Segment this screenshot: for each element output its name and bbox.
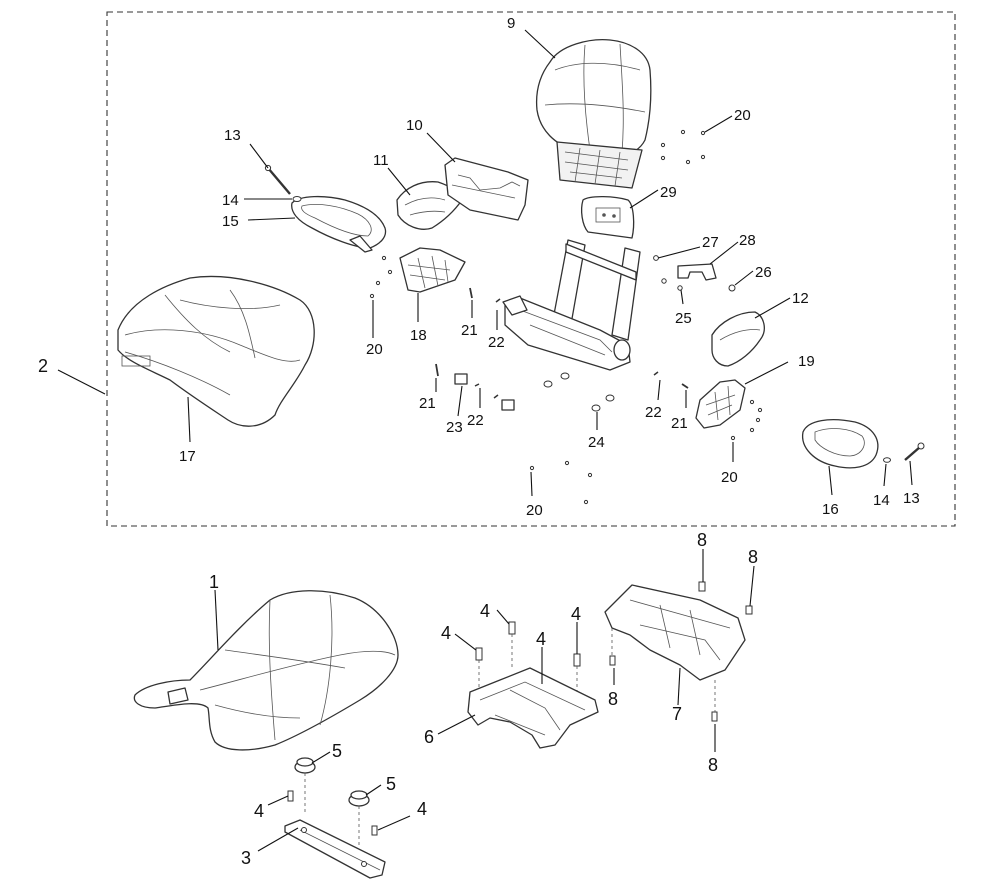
callout-8-b: 8 bbox=[748, 547, 758, 567]
part-5-grommets bbox=[294, 757, 370, 807]
callout-4-c: 4 bbox=[441, 623, 451, 643]
part-8-screws bbox=[609, 581, 753, 722]
part-1-seat bbox=[133, 590, 399, 751]
hardware-25-26-27-fasteners bbox=[653, 255, 736, 292]
part-3-bottom-plate bbox=[284, 819, 386, 879]
callout-labels: 2 1 3 4 4 4 4 4 4 5 5 6 7 8 8 8 8 9 10 1… bbox=[38, 15, 920, 868]
callout-20-a: 20 bbox=[734, 107, 751, 124]
callout-6: 6 bbox=[424, 727, 434, 747]
callout-26: 26 bbox=[755, 264, 772, 281]
callout-20-c: 20 bbox=[721, 469, 738, 486]
assembly-2-boundary bbox=[106, 11, 956, 527]
callout-5-b: 5 bbox=[386, 774, 396, 794]
callout-22-c: 22 bbox=[645, 404, 662, 421]
hardware-21-pins bbox=[435, 287, 689, 389]
callout-2: 2 bbox=[38, 356, 48, 376]
leader-lines bbox=[57, 29, 913, 852]
callout-4-b: 4 bbox=[417, 799, 427, 819]
callout-12: 12 bbox=[792, 290, 809, 307]
seat-frame bbox=[502, 239, 641, 371]
callout-22-a: 22 bbox=[488, 334, 505, 351]
callout-8-d: 8 bbox=[708, 755, 718, 775]
part-9-backrest bbox=[535, 39, 652, 189]
callout-5-a: 5 bbox=[332, 741, 342, 761]
callout-17: 17 bbox=[179, 448, 196, 465]
part-13-bolt-left bbox=[264, 164, 291, 195]
part-17-passenger-cushion bbox=[117, 275, 315, 427]
part-13-bolt-right bbox=[904, 442, 925, 461]
callout-21-c: 21 bbox=[671, 415, 688, 432]
part-23-clip-blocks bbox=[454, 373, 515, 411]
hardware-20-small-screws bbox=[369, 129, 763, 505]
hardware-24-nuts bbox=[543, 372, 615, 412]
part-19-bracket-right bbox=[695, 379, 746, 429]
part-14-washer-left bbox=[292, 196, 302, 202]
callout-19: 19 bbox=[798, 353, 815, 370]
callout-10: 10 bbox=[406, 117, 423, 134]
part-29-backrest-mount-plate bbox=[581, 195, 635, 239]
callout-16: 16 bbox=[822, 501, 839, 518]
part-28-small-bracket bbox=[677, 263, 717, 281]
callout-4-e: 4 bbox=[536, 629, 546, 649]
callout-7: 7 bbox=[672, 704, 682, 724]
callout-22-b: 22 bbox=[467, 412, 484, 429]
callout-4-a: 4 bbox=[254, 801, 264, 821]
callout-21-a: 21 bbox=[461, 322, 478, 339]
callout-3: 3 bbox=[241, 848, 251, 868]
callout-24: 24 bbox=[588, 434, 605, 451]
callout-25: 25 bbox=[675, 310, 692, 327]
part-16-grab-handle-right bbox=[802, 419, 879, 469]
part-10-rear-trim-panel bbox=[444, 157, 529, 221]
hardware-22-clips bbox=[474, 298, 659, 399]
callout-9: 9 bbox=[507, 15, 515, 32]
callout-28: 28 bbox=[739, 232, 756, 249]
callout-8-c: 8 bbox=[608, 689, 618, 709]
callout-11: 11 bbox=[373, 152, 389, 169]
callout-20-b: 20 bbox=[366, 341, 383, 358]
part-11-side-trim bbox=[396, 181, 463, 230]
part-14-washer-right bbox=[883, 457, 891, 463]
part-12-right-side-trim bbox=[711, 311, 765, 367]
callout-23: 23 bbox=[446, 419, 463, 436]
callout-27: 27 bbox=[702, 234, 719, 251]
callout-14-a: 14 bbox=[222, 192, 239, 209]
callout-21-b: 21 bbox=[419, 395, 436, 412]
callout-18: 18 bbox=[410, 327, 427, 344]
callout-29: 29 bbox=[660, 184, 677, 201]
part-15-grab-handle-left bbox=[291, 195, 387, 253]
callout-4-d: 4 bbox=[480, 601, 490, 621]
part-6-mounting-frame bbox=[467, 667, 599, 749]
callout-1: 1 bbox=[209, 572, 219, 592]
callout-20-d: 20 bbox=[526, 502, 543, 519]
part-7-rear-bracket bbox=[604, 584, 746, 681]
callout-13-b: 13 bbox=[903, 490, 920, 507]
callout-14-b: 14 bbox=[873, 492, 890, 509]
callout-13-a: 13 bbox=[224, 127, 241, 144]
callout-8-a: 8 bbox=[697, 530, 707, 550]
callout-15: 15 bbox=[222, 213, 239, 230]
callout-4-f: 4 bbox=[571, 604, 581, 624]
part-18-bracket-left bbox=[399, 247, 466, 293]
